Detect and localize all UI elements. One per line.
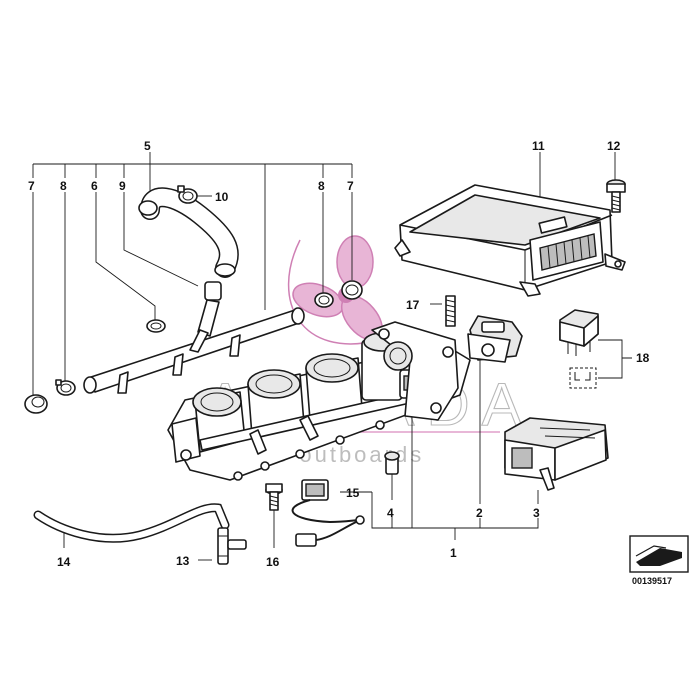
- part-17-stud: [445, 295, 456, 327]
- part-11-engine-control-unit: [394, 184, 626, 297]
- reference-symbol-icon: [636, 548, 682, 566]
- part-5-intake-hose: [138, 187, 239, 278]
- callout-15: 15: [346, 486, 360, 500]
- callout-8-right: 8: [318, 179, 325, 193]
- part-8-clamp-left: [55, 379, 76, 396]
- part-13-tee-fitting: [217, 527, 247, 565]
- leader-lines: [32, 152, 632, 561]
- callout-7-left: 7: [28, 179, 35, 193]
- part-12-bolt: [606, 179, 626, 213]
- part-15-wiring-harness: [291, 479, 365, 547]
- mounting-bracket: [371, 321, 459, 421]
- callout-4: 4: [387, 506, 394, 520]
- callout-7-right: 7: [347, 179, 354, 193]
- part-14-vacuum-hose: [33, 503, 230, 543]
- callout-6: 6: [91, 179, 98, 193]
- callout-8-left: 8: [60, 179, 67, 193]
- part-2-throttle-position-sensor: [467, 315, 523, 363]
- callout-9: 9: [119, 179, 126, 193]
- part-7-plug-left: [24, 394, 48, 414]
- part-18-relay-socket-symbol: [569, 367, 597, 389]
- distribution-rail: [83, 307, 305, 394]
- callout-10: 10: [215, 190, 229, 204]
- part-1-throttle-body-assembly: [167, 321, 471, 481]
- callout-3: 3: [533, 506, 540, 520]
- reference-box: 00139517: [629, 535, 689, 586]
- callout-18: 18: [636, 351, 650, 365]
- callout-17: 17: [406, 298, 420, 312]
- part-8-clamp-right: [314, 292, 334, 308]
- callout-16: 16: [266, 555, 280, 569]
- part-18-relay: [559, 309, 599, 356]
- callout-1: 1: [450, 546, 457, 560]
- callout-labels: 5 7 8 6 9 10 8 7 11 12 17 18 2 3 4 15 1 …: [28, 139, 650, 569]
- callout-14: 14: [57, 555, 71, 569]
- reference-number: 00139517: [632, 576, 672, 586]
- part-7-plug-right: [341, 280, 363, 300]
- callout-13: 13: [176, 554, 190, 568]
- part-10-hose-clamp: [177, 185, 198, 204]
- part-3-control-module: [504, 417, 609, 491]
- part-9-hose-connector: [197, 281, 222, 337]
- part-16-bolt: [265, 483, 283, 511]
- callout-2: 2: [476, 506, 483, 520]
- part-6-clamp: [146, 319, 166, 333]
- callout-11: 11: [532, 139, 545, 153]
- part-4-temperature-sensor: [384, 451, 400, 475]
- callout-12: 12: [607, 139, 621, 153]
- callout-5: 5: [144, 139, 151, 153]
